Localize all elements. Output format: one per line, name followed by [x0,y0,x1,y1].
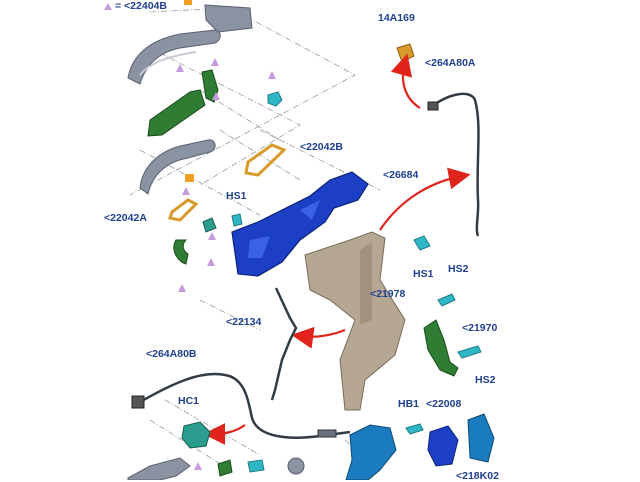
handle-bracket-upper-green[interactable] [147,58,220,137]
callout-21970[interactable]: <21970 [462,322,498,334]
callout-HS2-top[interactable]: HS2 [448,263,469,275]
bottom-parts[interactable] [127,457,305,480]
shield-21978[interactable] [304,231,406,411]
screws-right[interactable] [405,235,482,435]
callout-22134[interactable]: <22134 [226,316,262,328]
legend-text: = <22404B [115,0,167,12]
gasket-22042A[interactable] [168,198,199,222]
red-direction-arrows [203,53,471,445]
part-14A169-bracket[interactable] [396,43,415,63]
clip-upper-cyan[interactable] [267,71,283,107]
exterior-handle-upper[interactable] [127,0,253,85]
rod-22134[interactable] [270,287,298,401]
callout-HS1-left[interactable]: HS1 [226,190,247,202]
callout-26684[interactable]: <26684 [383,169,419,181]
callout-HS1-right[interactable]: HS1 [413,268,434,280]
cable-264A80B[interactable] [131,372,351,439]
connector-HC1[interactable] [181,421,211,449]
callout-HB1[interactable]: HB1 [398,398,420,410]
latch-assembly[interactable] [345,413,495,480]
callout-21978[interactable]: <21978 [370,288,406,300]
callout-22042B[interactable]: <22042B [300,141,343,153]
legend: = <22404B [104,0,167,12]
gasket-22042B[interactable] [244,143,287,177]
exterior-handle-lower[interactable] [139,139,216,195]
handle-frame-26684[interactable] [231,171,369,277]
callout-22008[interactable]: <22008 [426,398,462,410]
callout-22042A[interactable]: <22042A [104,212,147,224]
bracket-21970[interactable] [423,319,459,377]
callout-264A80B[interactable]: <264A80B [146,348,197,360]
callout-HS2-bottom[interactable]: HS2 [475,374,496,386]
callout-14A169[interactable]: 14A169 [378,12,415,24]
callout-264A80A[interactable]: <264A80A [425,57,476,69]
cable-264A80A[interactable] [427,92,480,237]
callout-218K02[interactable]: <218K02 [456,470,499,482]
triangle-marker-icon [104,2,112,10]
fasteners-left[interactable] [173,213,243,292]
guide-lines [129,7,381,471]
callout-HC1[interactable]: HC1 [178,395,200,407]
